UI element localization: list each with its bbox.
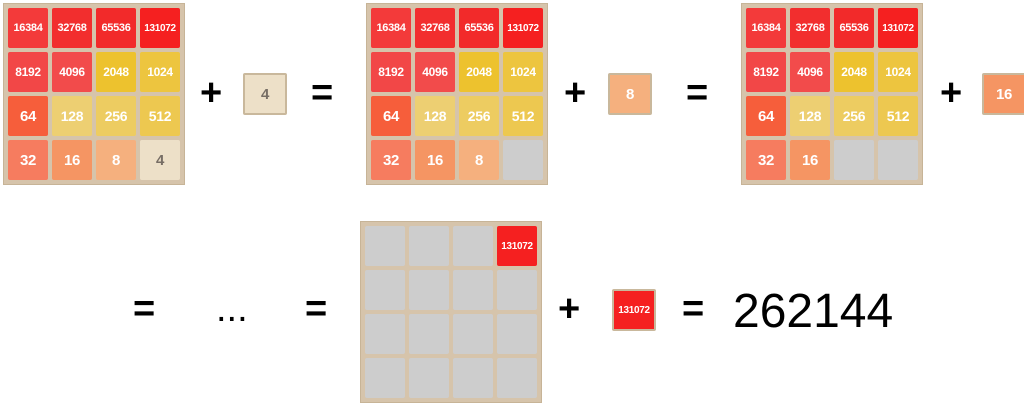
plus-sign: + [940, 72, 963, 114]
tile-65536: 65536 [834, 8, 874, 48]
tile-65536: 65536 [459, 8, 499, 48]
empty-cell [497, 358, 537, 398]
board-4: 131072 [360, 221, 542, 403]
empty-cell [409, 314, 449, 354]
tile-128: 128 [415, 96, 455, 136]
empty-cell [453, 358, 493, 398]
tile-8: 8 [608, 73, 652, 115]
tile-32768: 32768 [790, 8, 830, 48]
tile-4096: 4096 [790, 52, 830, 92]
tile-512: 512 [878, 96, 918, 136]
tile-256: 256 [459, 96, 499, 136]
tile-32768: 32768 [52, 8, 92, 48]
tile-16384: 16384 [8, 8, 48, 48]
empty-cell [365, 358, 405, 398]
empty-cell [453, 270, 493, 310]
empty-cell [497, 270, 537, 310]
tile-256: 256 [96, 96, 136, 136]
equals-sign: = [686, 72, 709, 114]
tile-131072: 131072 [612, 289, 656, 331]
tile-16: 16 [52, 140, 92, 180]
tile-32: 32 [371, 140, 411, 180]
tile-256: 256 [834, 96, 874, 136]
tile-512: 512 [503, 96, 543, 136]
tile-65536: 65536 [96, 8, 136, 48]
tile-16: 16 [790, 140, 830, 180]
tile-32: 32 [8, 140, 48, 180]
tile-32: 32 [746, 140, 786, 180]
tile-131072: 131072 [497, 226, 537, 266]
empty-cell [409, 226, 449, 266]
empty-cell [878, 140, 918, 180]
tile-131072: 131072 [503, 8, 543, 48]
tile-1024: 1024 [140, 52, 180, 92]
tile-16: 16 [982, 73, 1024, 115]
empty-cell [453, 314, 493, 354]
tile-8: 8 [459, 140, 499, 180]
equals-sign: = [682, 288, 705, 330]
tile-16384: 16384 [746, 8, 786, 48]
empty-cell [365, 226, 405, 266]
empty-cell [497, 314, 537, 354]
plus-sign: + [200, 72, 223, 114]
tile-4: 4 [243, 73, 287, 115]
tile-4: 4 [140, 140, 180, 180]
tile-64: 64 [371, 96, 411, 136]
tile-64: 64 [8, 96, 48, 136]
tile-512: 512 [140, 96, 180, 136]
tile-8192: 8192 [8, 52, 48, 92]
result-value: 262144 [733, 285, 894, 338]
empty-cell [503, 140, 543, 180]
empty-cell [409, 270, 449, 310]
tile-131072: 131072 [140, 8, 180, 48]
tile-4096: 4096 [415, 52, 455, 92]
tile-1024: 1024 [878, 52, 918, 92]
empty-cell [409, 358, 449, 398]
tile-131072: 131072 [878, 8, 918, 48]
tile-64: 64 [746, 96, 786, 136]
tile-2048: 2048 [459, 52, 499, 92]
tile-16384: 16384 [371, 8, 411, 48]
tile-4096: 4096 [52, 52, 92, 92]
ellipsis: ... [216, 288, 248, 330]
empty-cell [365, 314, 405, 354]
empty-cell [453, 226, 493, 266]
empty-cell [834, 140, 874, 180]
tile-8192: 8192 [746, 52, 786, 92]
tile-2048: 2048 [834, 52, 874, 92]
equals-sign: = [305, 288, 328, 330]
tile-2048: 2048 [96, 52, 136, 92]
tile-128: 128 [52, 96, 92, 136]
tile-8192: 8192 [371, 52, 411, 92]
equals-sign: = [133, 288, 156, 330]
tile-16: 16 [415, 140, 455, 180]
tile-32768: 32768 [415, 8, 455, 48]
tile-8: 8 [96, 140, 136, 180]
plus-sign: + [558, 288, 581, 330]
tile-1024: 1024 [503, 52, 543, 92]
empty-cell [365, 270, 405, 310]
equals-sign: = [311, 72, 334, 114]
tile-128: 128 [790, 96, 830, 136]
plus-sign: + [564, 72, 587, 114]
